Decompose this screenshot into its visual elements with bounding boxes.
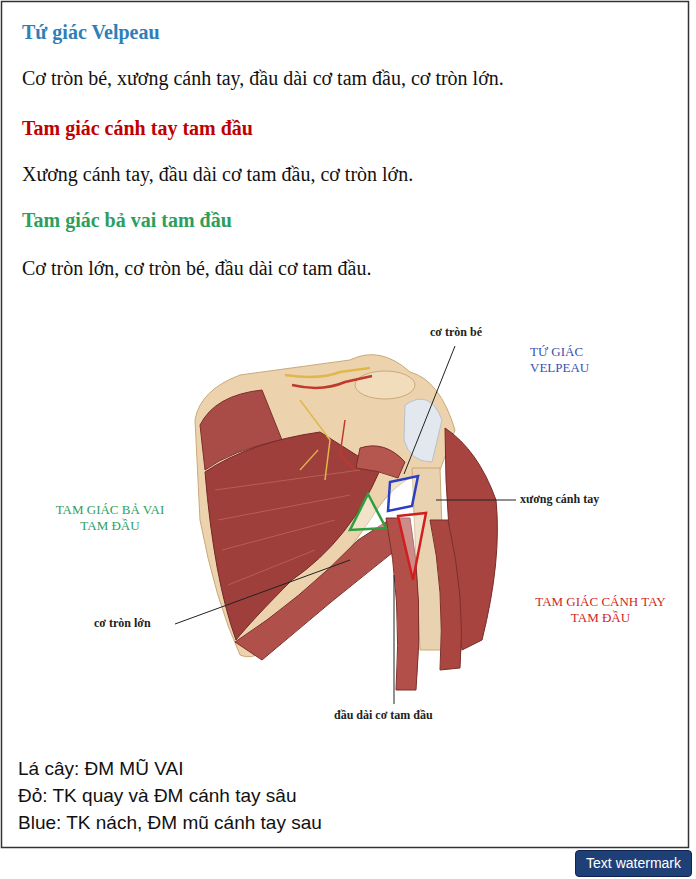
page-frame (2, 2, 689, 848)
note-line: Đỏ: TK quay và ĐM cánh tay sâu (18, 784, 296, 808)
vessels (285, 368, 372, 480)
section-body: Cơ tròn bé, xương cánh tay, đầu dài cơ t… (22, 66, 504, 91)
section-body: Xương cánh tay, đầu dài cơ tam đầu, cơ t… (22, 162, 413, 187)
triangular-space-outline (350, 494, 386, 530)
artery (340, 420, 355, 470)
region-label: TAM GIÁC CÁNH TAY TAM ĐẦU (528, 594, 673, 627)
section-heading: Tam giác cánh tay tam đầu (22, 116, 253, 141)
teres-minor-muscle (356, 446, 405, 478)
teres-major-muscle (235, 518, 402, 660)
leader-line (394, 575, 395, 704)
artery (292, 376, 372, 388)
triceps-lateral-head (430, 520, 462, 670)
section-body: Cơ tròn lớn, cơ tròn bé, đầu dài cơ tam … (22, 256, 371, 281)
part-label: xương cánh tay (520, 492, 599, 507)
note-line: Lá cây: ĐM MŨ VAI (18, 757, 183, 781)
part-label: cơ tròn lớn (94, 616, 151, 631)
triangular-interval-outline (398, 513, 426, 580)
fibre (218, 495, 350, 520)
acromion (355, 371, 415, 399)
watermark: Text watermark (575, 850, 692, 878)
leader-line (175, 560, 350, 624)
region-label: TỨ GIÁC VELPEAU (530, 344, 630, 377)
fibre (228, 550, 315, 585)
region-label: TAM GIÁC BẢ VAI TAM ĐẦU (50, 502, 170, 535)
leader-line (404, 346, 455, 474)
quadrangular-space-outline (388, 476, 418, 511)
nerve (300, 450, 318, 470)
section-heading: Tứ giác Velpeau (22, 20, 160, 45)
part-label: đầu dài cơ tam đầu (334, 708, 434, 723)
note-line: Blue: TK nách, ĐM mũ cánh tay sau (18, 811, 322, 835)
leader-line (436, 500, 516, 501)
humeral-head (404, 399, 442, 462)
fibre (222, 520, 335, 550)
part-label: cơ tròn bé (430, 325, 482, 340)
section-heading: Tam giác bả vai tam đầu (22, 208, 232, 233)
leader-lines (175, 346, 516, 704)
fibre (215, 470, 360, 490)
nerve (300, 400, 330, 480)
nerve (285, 368, 370, 377)
